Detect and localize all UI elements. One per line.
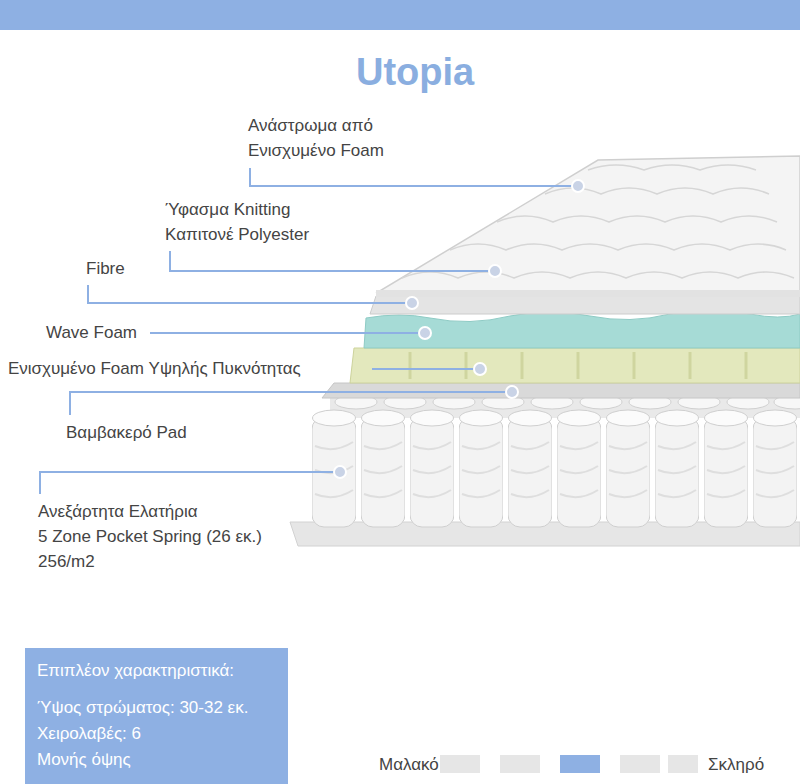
art-use xyxy=(508,410,552,527)
art-circle xyxy=(474,363,486,375)
cotton-pad xyxy=(322,383,800,398)
art-path xyxy=(402,272,794,278)
art-use xyxy=(606,410,650,527)
art-use xyxy=(557,410,601,527)
art-rect xyxy=(668,755,698,773)
art-use xyxy=(459,410,503,527)
art-circle xyxy=(572,180,584,192)
art-rect xyxy=(620,755,660,773)
art-use xyxy=(704,410,748,527)
diagram-title: Utopia xyxy=(356,50,474,96)
wave-foam xyxy=(364,310,800,348)
layer-label: Wave Foam xyxy=(46,321,137,346)
art-polyline xyxy=(40,472,336,494)
art-rect xyxy=(560,755,600,773)
quilted-top xyxy=(376,156,800,297)
high-density-foam xyxy=(350,348,800,383)
art-circle xyxy=(419,327,431,339)
art-polyline xyxy=(150,332,421,334)
info-line: Ύψος στρώματος: 30-32 εκ. xyxy=(37,695,276,721)
art-path xyxy=(497,216,777,222)
leader-dots xyxy=(334,180,584,478)
layer-label: Ύφασμα Knitting Καπιτονέ Polyester xyxy=(165,198,340,247)
spec-label: 256/m2 xyxy=(38,550,95,575)
art-use xyxy=(361,410,405,527)
art-path xyxy=(450,244,786,250)
art-rect xyxy=(440,755,480,773)
art-polygon xyxy=(350,348,800,383)
top-bar xyxy=(0,0,800,30)
art-circle xyxy=(406,297,418,309)
scale-label: Μαλακό xyxy=(379,753,439,778)
layer-label: Fibre xyxy=(86,257,125,282)
art-circle xyxy=(334,466,346,478)
info-line: Μονής όψης xyxy=(37,747,276,773)
layer-label: Βαμβακερό Pad xyxy=(66,421,187,446)
art-rect xyxy=(500,755,540,773)
scale-label: Σκληρό xyxy=(708,753,764,778)
art-polyline xyxy=(170,251,491,271)
layer-label: Ανεξάρτητα Ελατήρια xyxy=(38,500,198,525)
art-rect xyxy=(376,290,800,297)
layer-label: Ανάστρωμα από Ενισχυμένο Foam xyxy=(248,114,423,163)
art-use xyxy=(655,410,699,527)
art-path xyxy=(410,352,746,379)
art-use xyxy=(753,410,797,527)
art-circle xyxy=(506,386,518,398)
art-polyline xyxy=(70,392,508,415)
art-use xyxy=(312,410,356,527)
art-polyline xyxy=(88,285,408,303)
spec-label: 5 Zone Pocket Spring (26 εκ.) xyxy=(38,525,262,550)
info-line: Χειρολαβές: 6 xyxy=(37,721,276,747)
art-use xyxy=(410,410,454,527)
fibre-layer xyxy=(370,296,800,314)
art-circle xyxy=(489,265,501,277)
firmness-scale xyxy=(440,755,698,773)
art-path xyxy=(588,165,756,170)
art-polyline xyxy=(250,168,574,186)
leader-lines xyxy=(40,168,574,494)
info-heading: Επιπλέον χαρακτηριστικά: xyxy=(37,658,276,684)
spring-front-row xyxy=(312,410,797,527)
info-box: Επιπλέον χαρακτηριστικά: Ύψος στρώματος: … xyxy=(25,648,288,784)
layer-label: Ενισχυμένο Foam Υψηλής Πυκνότητας xyxy=(8,357,301,382)
art-polyline xyxy=(372,368,476,370)
